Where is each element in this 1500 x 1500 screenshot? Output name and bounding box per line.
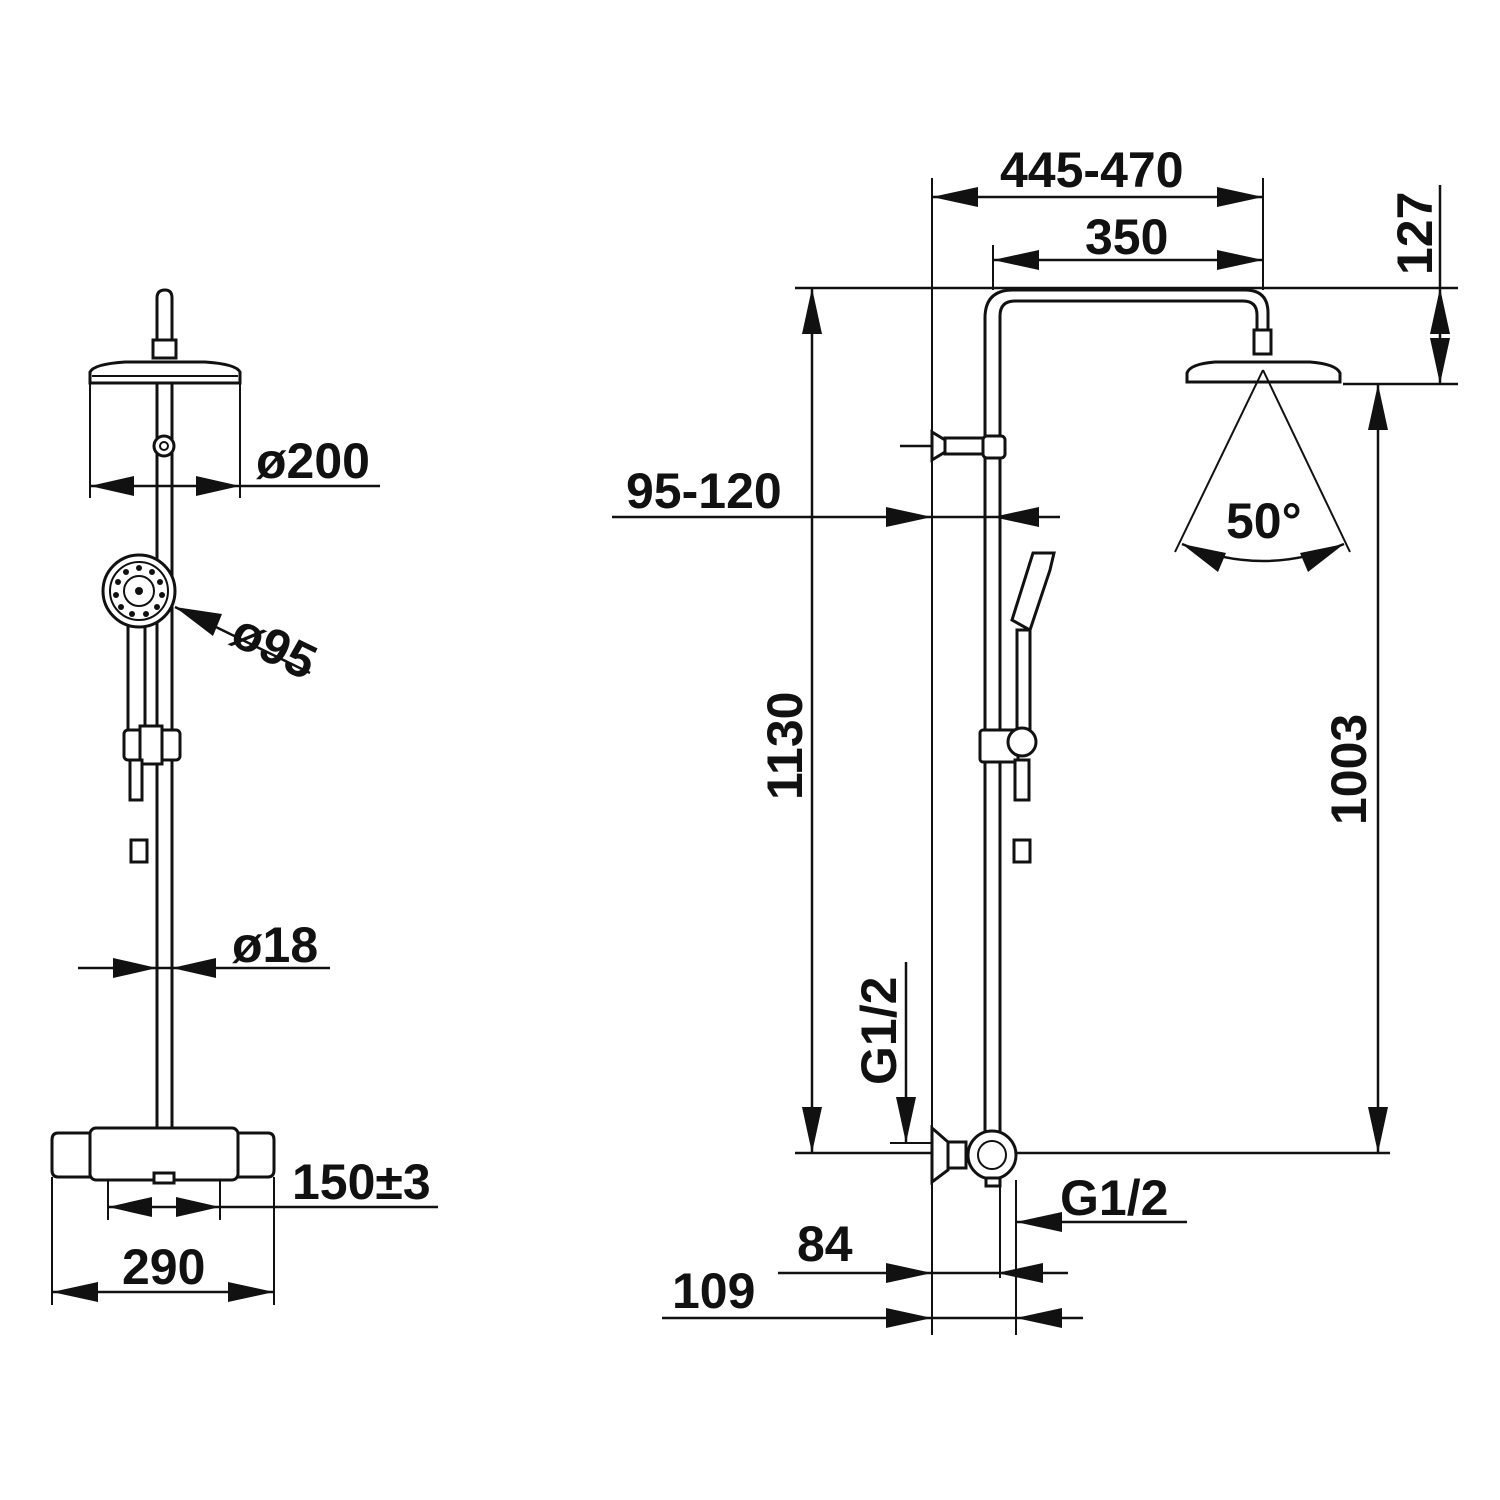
inlet-spacing-label: 150±3	[292, 1154, 431, 1210]
rail-knob	[152, 434, 176, 458]
head-height-label: 127	[1387, 192, 1443, 275]
height-to-head-label: 1003	[1321, 714, 1377, 825]
height-to-arm-label: 1130	[757, 692, 813, 800]
wall-bracket	[930, 429, 947, 463]
side-view	[900, 288, 1342, 1188]
inlet-thread-label: G1/2	[851, 977, 907, 1085]
head-connector	[151, 338, 178, 360]
hose	[128, 758, 144, 802]
top-pipe	[155, 288, 174, 350]
hand-shower-diameter-label: ø95	[223, 603, 325, 691]
hand-shower-handle	[126, 618, 147, 742]
arm-length-label: 350	[1085, 209, 1168, 265]
side-mixer-body	[966, 1129, 1018, 1181]
depth-109-label: 109	[672, 1263, 755, 1319]
outlet-thread-label: G1/2	[1060, 1170, 1168, 1226]
nozzle-dots	[113, 565, 165, 617]
arm-length-total-label: 445-470	[1000, 142, 1184, 198]
side-head-connector	[1252, 328, 1273, 356]
side-dimensions: 445-470 350 127 95-120 50° 1130	[612, 142, 1458, 1335]
spray-angle-label: 50°	[1226, 493, 1302, 549]
depth-84-label: 84	[797, 1216, 853, 1272]
rail-diameter-label: ø18	[232, 917, 318, 973]
wall-distance-label: 95-120	[626, 463, 782, 519]
side-hand-shower	[1010, 551, 1056, 633]
mixer-width-label: 290	[122, 1239, 205, 1295]
front-view	[50, 288, 276, 1185]
side-mixer-wall-plate	[930, 1124, 950, 1185]
rain-shower-head	[88, 360, 242, 385]
head-diameter-label: ø200	[256, 433, 370, 489]
